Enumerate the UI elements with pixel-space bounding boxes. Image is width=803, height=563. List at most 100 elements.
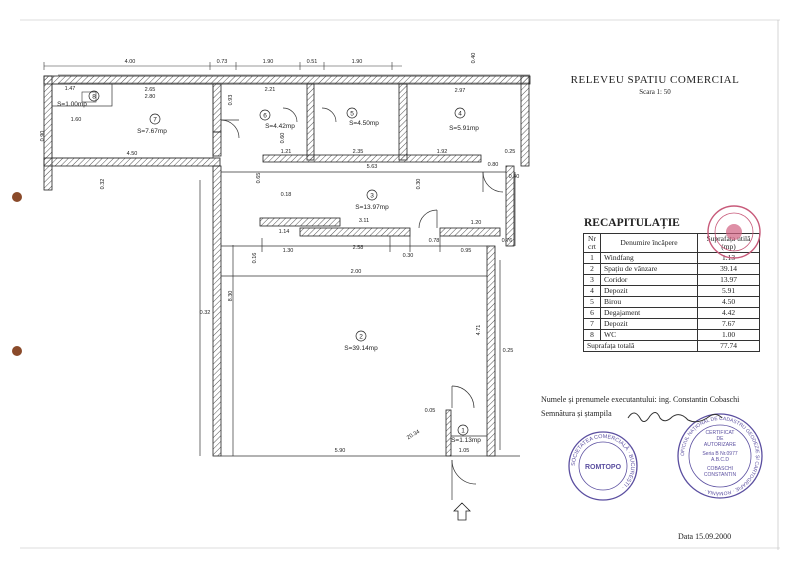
- recap-cell: 4: [583, 285, 601, 297]
- dim-label: 1.92: [437, 149, 448, 155]
- recap-cell: WC: [600, 329, 698, 341]
- room-1-number: 1: [461, 428, 465, 435]
- recap-cell: 1.00: [697, 329, 760, 341]
- dim-label: 0.80: [488, 162, 499, 168]
- recap-total-value: 77.74: [697, 340, 760, 352]
- recap-cell: 1: [583, 252, 601, 264]
- recap-col-name: Denumire încăpere: [600, 233, 698, 253]
- dim-label: 0.73: [217, 59, 228, 65]
- recap-cell: 7.67: [697, 318, 760, 330]
- room-6-number: 6: [263, 113, 267, 120]
- dim-label: 0.40: [509, 174, 520, 180]
- dim-label: 2.97: [455, 88, 466, 94]
- recap-cell: 7: [583, 318, 601, 330]
- dim-label: 2.58: [353, 245, 364, 251]
- room-3-number: 3: [370, 193, 374, 200]
- dim-label: 5.90: [335, 448, 346, 454]
- dim-label: 0.30: [416, 179, 422, 190]
- dim-label: 4.50: [127, 151, 138, 157]
- dim-label: 20.34: [406, 429, 421, 441]
- binder-hole: [12, 192, 22, 202]
- recap-cell: 3: [583, 274, 601, 286]
- dim-label: 1.90: [352, 59, 363, 65]
- room-4-number: 4: [458, 111, 462, 118]
- recap-cell: Windfang: [600, 252, 698, 264]
- dim-label: 1.05: [459, 448, 470, 454]
- dim-label: 0.95: [461, 248, 472, 254]
- recap-cell: Degajament: [600, 307, 698, 319]
- recap-cell: 4.50: [697, 296, 760, 308]
- dim-label: 3.11: [359, 218, 369, 224]
- dim-label: 2.21: [265, 87, 276, 93]
- dim-label: 2.35: [353, 149, 364, 155]
- room-7-number: 7: [153, 117, 157, 124]
- room-1-area: S=1.13mp: [451, 437, 481, 444]
- dim-label: 0.65: [256, 173, 262, 184]
- dim-label: 0.05: [425, 408, 436, 414]
- recap-cell: 39.14: [697, 263, 760, 275]
- recap-cell: Coridor: [600, 274, 698, 286]
- recap-cell: Birou: [600, 296, 698, 308]
- dim-label: 0.60: [280, 133, 286, 144]
- dim-label: 2.00: [351, 269, 362, 275]
- recap-cell: 2: [583, 263, 601, 275]
- recap-cell: 5.91: [697, 285, 760, 297]
- recap-cell: 5: [583, 296, 601, 308]
- dim-label: 0.25: [503, 348, 514, 354]
- date-line: Data 15.09.2000: [678, 532, 732, 541]
- drawing-title: RELEVEU SPATIU COMERCIAL: [570, 74, 740, 86]
- recap-cell: Depozit: [600, 285, 698, 297]
- dim-label: 1.20: [471, 220, 482, 226]
- dim-label: 4.71: [476, 325, 482, 336]
- dim-label: 1.47: [65, 86, 76, 92]
- recap-cell: 4.42: [697, 307, 760, 319]
- dim-label: 8.30: [228, 291, 234, 302]
- dim-label: 0.93: [228, 95, 234, 106]
- dim-label: 0.78: [429, 238, 440, 244]
- recap-cell: Depozit: [600, 318, 698, 330]
- drawing-scale: Scara 1: 50: [639, 88, 671, 96]
- room-7-area: S=7.67mp: [137, 128, 167, 135]
- room-4-area: S=5.91mp: [449, 125, 479, 132]
- signature-line: Semnătura și ștampila: [541, 409, 612, 418]
- dim-label: 1.14: [279, 229, 290, 235]
- table-row-total: Suprafața totală 77.74: [583, 340, 760, 352]
- recap-cell: Spațiu de vânzare: [600, 263, 698, 275]
- dim-label: 1.90: [263, 59, 274, 65]
- recap-col-area: Suprafața utilă (mp): [697, 233, 760, 253]
- dim-label: 1.21: [281, 149, 292, 155]
- recap-title: RECAPITULAȚIE: [584, 217, 680, 229]
- binder-hole: [12, 346, 22, 356]
- entrance-arrow-icon: [453, 502, 471, 521]
- room-5-number: 5: [350, 111, 354, 118]
- dim-label: 0.51: [307, 59, 318, 65]
- dim-label: 2.80: [145, 94, 156, 100]
- room-2-area: S=39.14mp: [344, 345, 378, 352]
- recap-table: Nr crt Denumire încăpere Suprafața utilă…: [583, 233, 760, 352]
- dim-label: 5.63: [367, 164, 378, 170]
- dim-label: 1.30: [283, 248, 294, 254]
- dim-label: 0.16: [252, 253, 258, 264]
- recap-cell: 6: [583, 307, 601, 319]
- dim-label: 1.60: [71, 117, 82, 123]
- dim-label: 0.90: [40, 131, 46, 142]
- recap-cell: 8: [583, 329, 601, 341]
- dim-label: 4.00: [125, 59, 136, 65]
- room-3-area: S=13.97mp: [355, 204, 389, 211]
- dim-label: 0.76: [502, 238, 513, 244]
- dim-label: 0.25: [505, 149, 516, 155]
- dim-label: 0.30: [403, 253, 414, 259]
- dim-label: 0.40: [471, 53, 477, 64]
- room-8-number: 8: [92, 94, 96, 101]
- room-6-area: S=4.42mp: [265, 123, 295, 130]
